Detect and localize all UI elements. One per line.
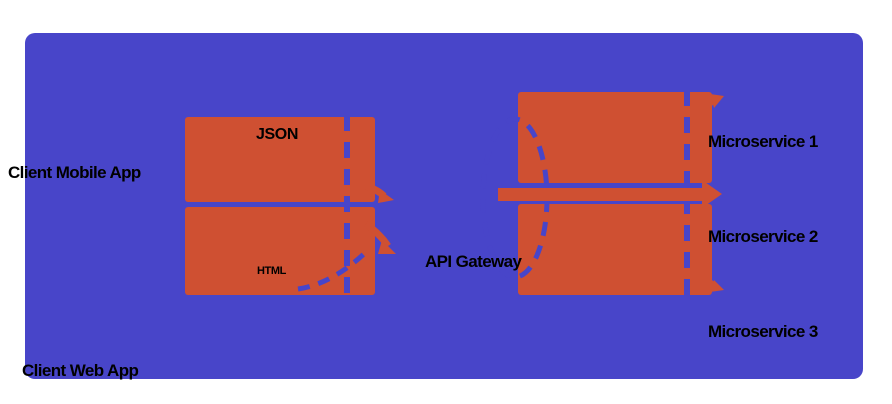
microservice-1-box — [518, 92, 712, 183]
diagram-panel — [25, 33, 863, 379]
client-mobile-app-label: Client Mobile App — [8, 163, 141, 182]
json-box — [185, 117, 375, 202]
html-label: HTML — [257, 265, 286, 277]
client-web-app-label: Client Web App — [22, 361, 139, 380]
api-gateway-label: API Gateway — [425, 252, 522, 271]
json-label: JSON — [256, 126, 298, 143]
microservice-2-box — [518, 204, 712, 295]
html-box — [185, 207, 375, 295]
microservice-2-label: Microservice 2 — [708, 227, 818, 246]
microservice-3-label: Microservice 3 — [708, 322, 818, 341]
microservice-1-label: Microservice 1 — [708, 132, 818, 151]
